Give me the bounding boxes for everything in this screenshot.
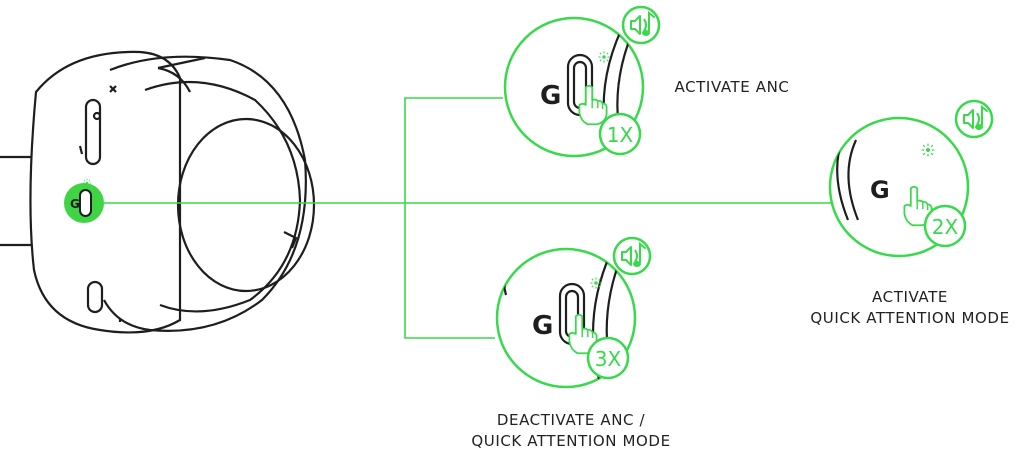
anc-button-highlight: G xyxy=(64,178,104,223)
label-deactivate: DEACTIVATE ANC / QUICK ATTENTION MODE xyxy=(471,411,671,450)
step-deactivate: G 3X xyxy=(495,236,652,389)
svg-text:G: G xyxy=(540,81,561,111)
connector-lines xyxy=(104,97,832,339)
svg-text:G: G xyxy=(70,197,80,211)
label-activate-anc: ACTIVATE ANC xyxy=(674,78,790,96)
label-activate-quick-attention: ACTIVATE QUICK ATTENTION MODE xyxy=(810,288,1010,327)
speaker-music-note-icon xyxy=(621,5,661,45)
svg-text:G: G xyxy=(532,311,553,341)
step-activate-anc: G 1X xyxy=(503,5,661,158)
speaker-music-note-icon xyxy=(612,236,652,276)
press-count-1x: 1X xyxy=(607,123,634,147)
press-count-2x: 2X xyxy=(932,215,959,239)
press-count-3x: 3X xyxy=(595,347,622,371)
headphone-earcup xyxy=(0,50,316,334)
speaker-music-note-icon xyxy=(954,99,994,139)
svg-text:G: G xyxy=(870,176,890,204)
step-activate-quick-attention: G 2X xyxy=(828,99,994,258)
